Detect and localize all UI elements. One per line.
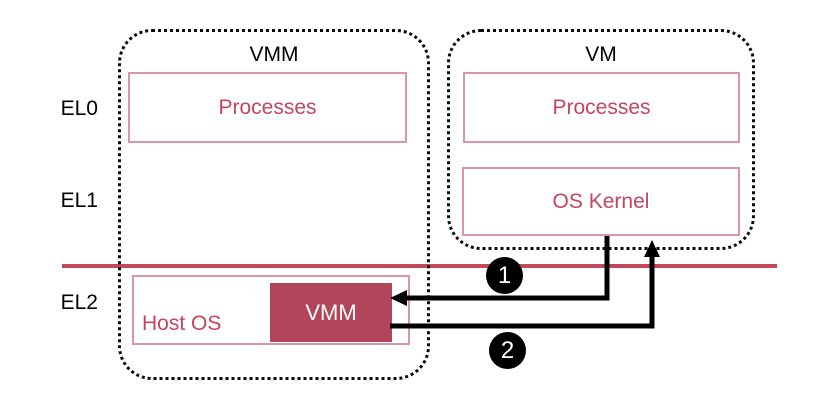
el0-label: EL0: [60, 97, 98, 120]
host-os-label: Host OS: [142, 312, 222, 335]
vmm-processes-box: Processes: [128, 72, 407, 143]
el1-label: EL1: [60, 189, 98, 212]
os-kernel-box: OS Kernel: [462, 167, 740, 236]
vmm-processes-label: Processes: [218, 95, 317, 119]
step-2-badge: 2: [489, 332, 526, 369]
vm-processes-label: Processes: [552, 95, 651, 119]
vm-container-title: VM: [585, 43, 617, 66]
os-kernel-label: OS Kernel: [552, 189, 650, 213]
host-os-box: Host OS VMM: [132, 275, 410, 345]
vmm-container: VMM: [118, 29, 430, 380]
step-1-badge: 1: [486, 257, 523, 294]
vm-processes-box: Processes: [463, 72, 740, 143]
vmm-container-title: VMM: [249, 43, 299, 66]
el2-label: EL2: [60, 291, 98, 314]
vmm-filled-box-label: VMM: [305, 299, 357, 325]
vmm-filled-box: VMM: [270, 283, 392, 342]
arrow-2-vmm-to-vm: [390, 240, 660, 329]
